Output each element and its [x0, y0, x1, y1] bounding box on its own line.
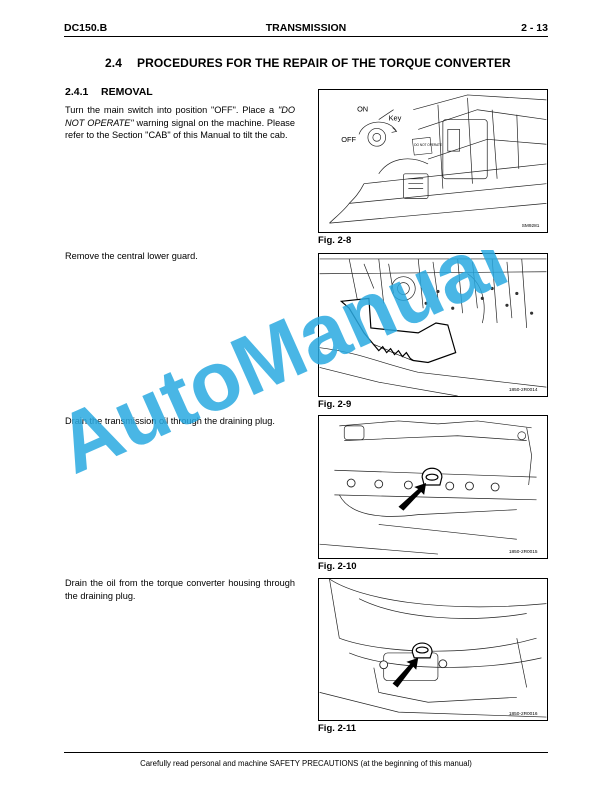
step-4-text: Drain the oil from the torque converter …	[65, 578, 295, 601]
page-number: 2 - 13	[521, 22, 548, 34]
footer-safety-note: Carefully read personal and machine SAFE…	[140, 759, 472, 768]
subsection-title: 2.4.1 REMOVAL	[65, 86, 153, 98]
fig-2-8-tag-text: DO NOT OPERATE	[414, 143, 442, 147]
fig-2-8-code: SM9281	[522, 223, 540, 229]
footer-divider	[64, 752, 548, 753]
fig-2-8-label-off: OFF	[341, 135, 356, 144]
step-1-part-c: warning signal on the machine. Please re…	[65, 117, 296, 141]
figure-2-8-ignition-switch: DO NOT OPERATE ON Key OFF SM9281	[318, 89, 548, 233]
figure-2-11-caption: Fig. 2-11	[318, 723, 357, 734]
model-label: DC150.B	[64, 22, 108, 34]
figure-2-8-caption: Fig. 2-8	[318, 235, 352, 246]
step-1-text: Turn the main switch into position "OFF"…	[65, 104, 295, 142]
header-divider	[64, 36, 548, 37]
converter-drain-illustration: 1850-2R0016	[319, 579, 547, 718]
step-2-text: Remove the central lower guard.	[65, 251, 198, 261]
step-1-warning-sign: "DO NOT OPERATE"	[65, 105, 295, 128]
figure-2-10-caption: Fig. 2-10	[318, 561, 357, 572]
figure-2-9-caption: Fig. 2-9	[318, 399, 352, 410]
fig-2-8-label-on: ON	[357, 105, 368, 114]
lower-guard-illustration: 1850-2R0014	[319, 258, 547, 396]
section-number: 2.4	[105, 56, 122, 70]
fig-2-8-label-key: Key	[389, 114, 402, 123]
page-header: DC150.B TRANSMISSION 2 - 13	[64, 22, 548, 36]
ignition-switch-illustration: DO NOT OPERATE ON Key OFF SM9281	[329, 94, 547, 229]
figure-2-10-transmission-drain-plug: 1850-2R0015	[318, 415, 548, 559]
section-title-text: PROCEDURES FOR THE REPAIR OF THE TORQUE …	[137, 56, 511, 70]
transmission-drain-illustration: 1850-2R0015	[319, 420, 538, 555]
subsection-title-text: REMOVAL	[101, 86, 153, 98]
fig-2-11-code: 1850-2R0016	[509, 711, 538, 717]
fig-2-10-code: 1850-2R0015	[509, 549, 538, 555]
figure-2-9-lower-guard: 1850-2R0014	[318, 253, 548, 397]
section-title: 2.4 PROCEDURES FOR THE REPAIR OF THE TORQ…	[105, 56, 511, 70]
fig-2-9-code: 1850-2R0014	[509, 387, 538, 393]
figure-2-11-converter-drain-plug: 1850-2R0016	[318, 578, 548, 721]
subsection-number: 2.4.1	[65, 86, 89, 98]
step-3-text: Drain the transmission oil through the d…	[65, 416, 275, 426]
step-1-part-a: Turn the main switch into position "OFF"…	[65, 105, 278, 115]
chapter-title: TRANSMISSION	[265, 22, 347, 34]
